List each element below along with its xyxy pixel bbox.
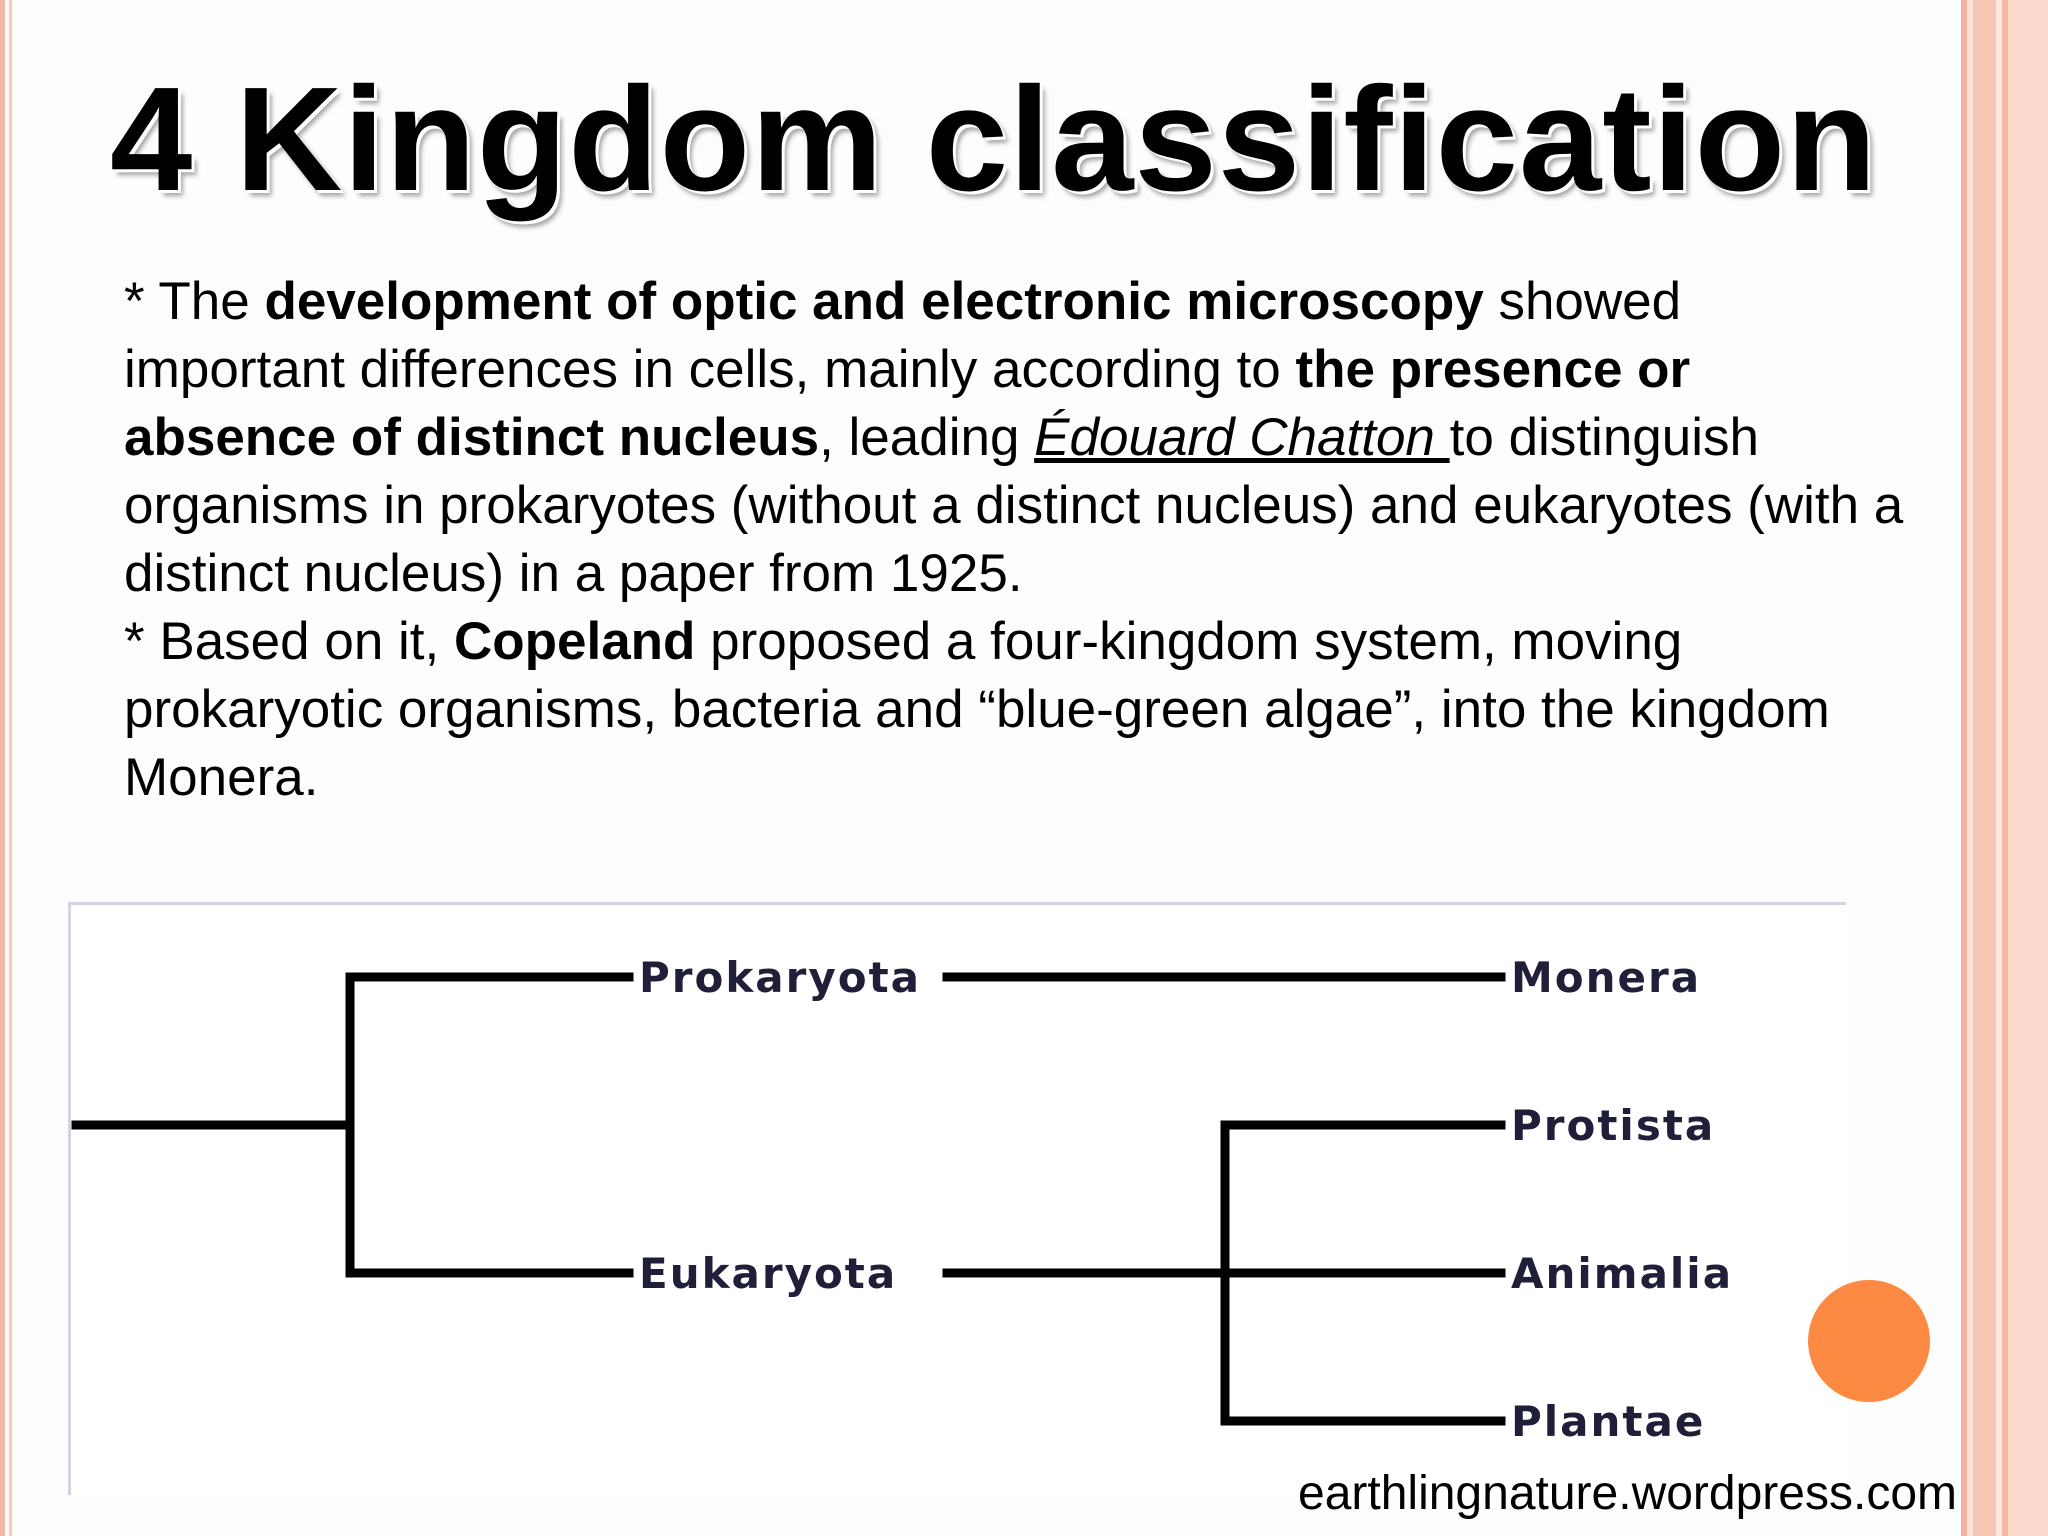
text-segment: proposed a four-kingdom system, moving p…	[124, 612, 1830, 807]
node-protista: Protista	[1511, 1101, 1715, 1150]
source-credit: earthlingnature.wordpress.com	[1298, 1467, 1957, 1520]
paragraph-chatton: * The development of optic and electroni…	[124, 268, 1914, 608]
text-segment: showed important differences in cells, m…	[124, 272, 1682, 399]
text-segment: * The	[124, 272, 265, 331]
chatton-link[interactable]: Édouard Chatton	[1034, 408, 1450, 467]
bold-phrase-microscopy: development of optic and electronic micr…	[264, 272, 1484, 331]
left-border-line-inner	[9, 0, 12, 1536]
node-animalia: Animalia	[1511, 1249, 1733, 1298]
bold-phrase-nucleus: the presence or absence of distinct nucl…	[124, 340, 1691, 467]
bold-name-copeland: Copeland	[453, 612, 696, 671]
paragraph-copeland: * Based on it, Copeland proposed a four-…	[124, 608, 1914, 812]
text-segment: to distinguish organisms in prokaryotes …	[124, 408, 1904, 603]
node-monera: Monera	[1511, 953, 1701, 1002]
node-prokaryota: Prokaryota	[639, 953, 921, 1002]
classification-tree: Prokaryota Eukaryota Monera Protista Ani…	[71, 953, 1733, 1446]
node-plantae: Plantae	[1511, 1397, 1705, 1446]
decorative-circle	[1780, 1280, 1950, 1402]
left-border-line	[0, 0, 5, 1536]
text-segment: * Based on it,	[124, 612, 454, 671]
classification-tree-panel: Prokaryota Eukaryota Monera Protista Ani…	[68, 902, 1846, 1495]
right-decorative-stripes	[1958, 0, 2048, 1536]
text-segment: , leading	[819, 408, 1035, 467]
body-text: * The development of optic and electroni…	[124, 268, 1914, 812]
node-eukaryota: Eukaryota	[639, 1249, 897, 1298]
slide-title: 4 Kingdom classification	[109, 56, 1878, 223]
